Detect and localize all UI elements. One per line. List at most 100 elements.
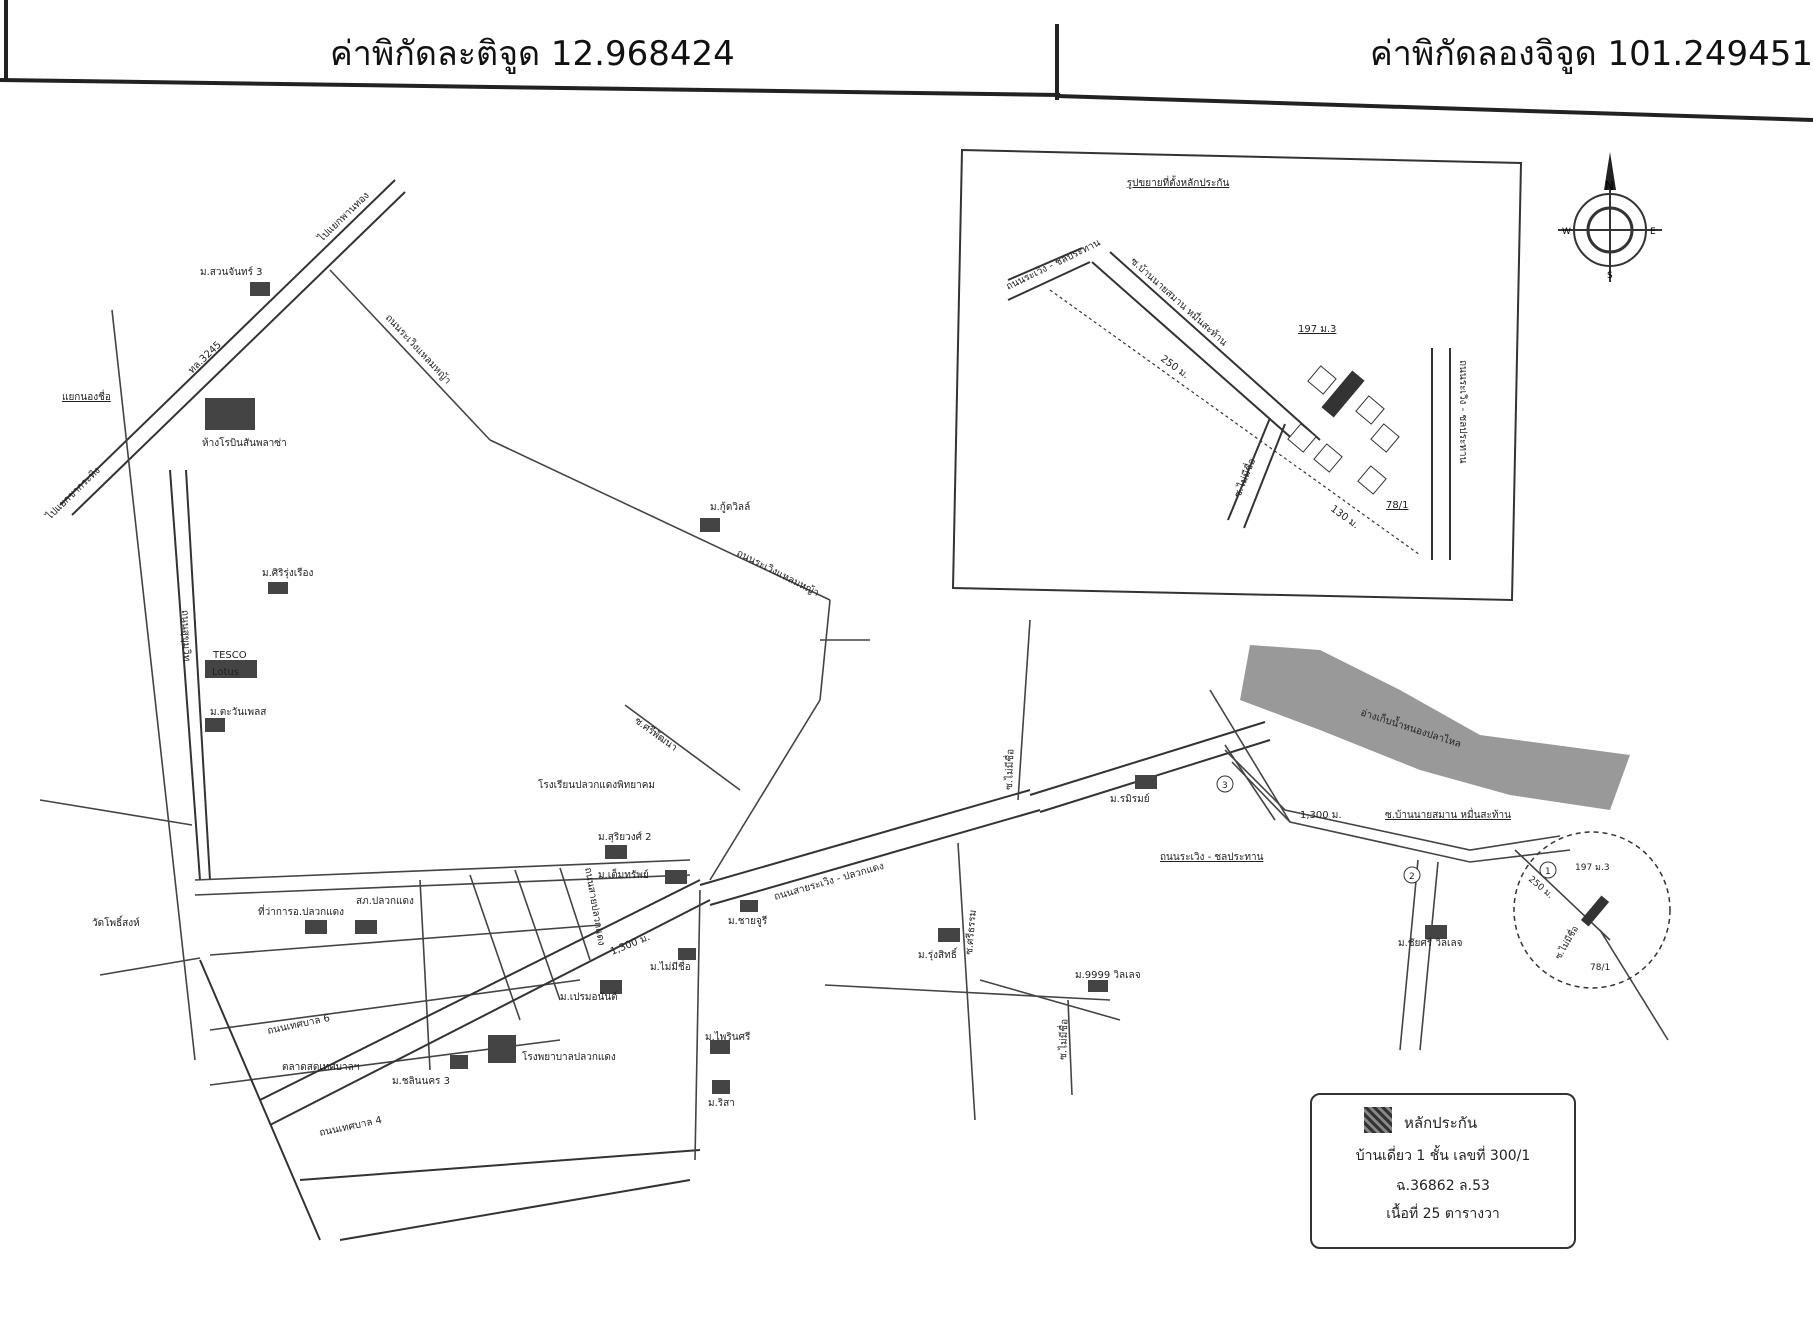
compass-n: N bbox=[1605, 179, 1614, 193]
label-hospital: โรงพยาบาลปลวกแดง bbox=[522, 1050, 616, 1063]
inset-target-house bbox=[1321, 370, 1365, 418]
label-m-goodville: ม.กู้ดวิลล์ bbox=[710, 501, 750, 513]
label-road-3245: ทล.3245 bbox=[186, 340, 223, 377]
inset-house-78: 78/1 bbox=[1386, 500, 1408, 511]
legend-line-2: ฉ.36862 ล.53 bbox=[1396, 1178, 1490, 1194]
building-icon bbox=[665, 870, 687, 884]
label-road-thetsaban4: ถนนเทศบาล 4 bbox=[318, 1115, 383, 1139]
label-road-sukhumvit: ถนนสุขุมวิท bbox=[179, 610, 192, 662]
label-road-thetsaban6: ถนนเทศบาล 6 bbox=[266, 1013, 331, 1037]
label-m-maimeechu: ม.ไม่มีชื่อ bbox=[650, 959, 691, 973]
building-icon bbox=[600, 980, 622, 994]
label-dist-1300b: 1,300 ม. bbox=[1300, 810, 1342, 821]
compass-e: E bbox=[1650, 227, 1656, 237]
label-soi-nameless-b: ซ.ไม่มีชื่อ bbox=[1055, 1019, 1070, 1060]
label-road-rawiang-b: ถนนระเวิงแหลมหญ้า bbox=[735, 547, 821, 599]
inset-house-197: 197 ม.3 bbox=[1298, 324, 1336, 335]
building-icon bbox=[678, 948, 696, 960]
label-m-suriya: ม.สุริยวงศ์ 2 bbox=[598, 831, 652, 843]
inset-detail-map: รูปขยายที่ตั้งหลักประกัน ถนนระเวิง - ชลป… bbox=[951, 148, 1523, 602]
inset-house bbox=[1357, 465, 1387, 495]
inset-house bbox=[1355, 395, 1385, 425]
building-icon bbox=[1088, 980, 1108, 992]
latitude-label: ค่าพิกัดละติจูด 12.968424 bbox=[330, 34, 735, 74]
building-icon bbox=[205, 718, 225, 732]
reservoir-area bbox=[1240, 645, 1630, 810]
waypoint-3: 3 bbox=[1222, 781, 1228, 791]
legend-line-3: เนื้อที่ 25 ตารางวา bbox=[1386, 1206, 1500, 1222]
building-icon bbox=[605, 845, 627, 859]
label-m-chaitechno: ม.ชัยศรี วิลเลจ bbox=[1398, 937, 1463, 949]
label-robinson: ห้างโรบินสันพลาซ่า bbox=[202, 436, 287, 449]
label-school: โรงเรียนปลวกแดงพิทยาคม bbox=[538, 778, 655, 791]
road-network bbox=[39, 179, 1669, 1241]
legend-line-1: บ้านเดี่ยว 1 ชั้น เลขที่ 300/1 bbox=[1355, 1148, 1531, 1164]
building-icon bbox=[740, 900, 758, 912]
label-m-ramy: ม.รมิรมย์ bbox=[1110, 793, 1150, 805]
building-icon bbox=[355, 920, 377, 934]
label-to-rayong: ไปแยกพานทอง bbox=[315, 189, 372, 244]
compass-s: S bbox=[1607, 271, 1613, 281]
label-police: สภ.ปลวกแดง bbox=[356, 896, 414, 907]
label-soi-sri: ซ.ศรีพัฒนา bbox=[632, 715, 679, 754]
label-m-prema: ม.เปรมอนันต์ bbox=[560, 991, 618, 1003]
target-house-marker bbox=[1580, 895, 1610, 927]
collateral-swatch-icon bbox=[1364, 1107, 1392, 1133]
label-soi-sritam: ซ.ศรีธรรม bbox=[963, 909, 979, 955]
label-dist-1300: 1,300 ม. bbox=[609, 932, 652, 958]
label-tesco: TESCO bbox=[212, 650, 247, 661]
label-lotus: Lotus bbox=[212, 667, 239, 678]
inset-house bbox=[1287, 423, 1317, 453]
building-icon bbox=[488, 1035, 516, 1063]
building-icon bbox=[1135, 775, 1157, 789]
inset-house bbox=[1307, 365, 1337, 395]
label-soi-nameless-a: ซ.ไม่มีชื่อ bbox=[1001, 749, 1016, 790]
label-m-rungsit: ม.รุ่งสิทธิ์ bbox=[918, 947, 958, 961]
building-icon bbox=[700, 518, 720, 532]
zoom-circle bbox=[1513, 831, 1671, 989]
label-m-chalinkon: ม.ชลินนคร 3 bbox=[392, 1076, 450, 1087]
inset-title: รูปขยายที่ตั้งหลักประกัน bbox=[1127, 175, 1230, 189]
building-icon bbox=[712, 1080, 730, 1094]
header-frame bbox=[0, 0, 1813, 122]
compass-rose: N S E W bbox=[1558, 152, 1662, 282]
waypoint-markers: 3 2 1 bbox=[1216, 775, 1557, 884]
label-road-rawiang-a: ถนนระเวิงแหลมหญ้า bbox=[383, 312, 454, 387]
label-amphoe: ที่ว่าการอ.ปลวกแดง bbox=[258, 904, 344, 918]
label-m-chuchai: ม.ชายจูรี bbox=[728, 915, 768, 927]
building-icon bbox=[205, 660, 257, 678]
label-h78: 78/1 bbox=[1590, 963, 1610, 973]
building-icon bbox=[938, 928, 960, 942]
inset-house bbox=[1370, 423, 1400, 453]
waypoint-1: 1 bbox=[1545, 867, 1551, 877]
building-icon bbox=[1425, 925, 1447, 939]
compass-w: W bbox=[1562, 227, 1571, 237]
building-icon bbox=[268, 582, 288, 594]
coordinate-header: ค่าพิกัดละติจูด 12.968424 ค่าพิกัดลองจิจ… bbox=[0, 0, 1813, 100]
inset-road-right-label: ถนนระเวิง - ชลประทาน bbox=[1457, 360, 1468, 464]
label-m-9999: ม.9999 วิลเลจ bbox=[1075, 970, 1141, 981]
building-icon bbox=[450, 1055, 468, 1069]
waypoint-2: 2 bbox=[1409, 872, 1415, 882]
label-market: ตลาดสดเทศบาลฯ bbox=[282, 1062, 359, 1073]
label-h197: 197 ม.3 bbox=[1575, 863, 1610, 873]
building-icon bbox=[250, 282, 270, 296]
label-m-termsap: ม.เต็มทรัพย์ bbox=[598, 867, 649, 881]
label-road-rawiang-chon: ถนนระเวิง - ชลประทาน bbox=[1160, 852, 1264, 863]
building-icons bbox=[205, 282, 1447, 1094]
legend-title: หลักประกัน bbox=[1404, 1114, 1478, 1132]
building-icon bbox=[305, 920, 327, 934]
longitude-label: ค่าพิกัดลองจิจูด 101.249451 bbox=[1370, 34, 1813, 74]
building-icon bbox=[205, 398, 255, 430]
label-m-khetsin: ม.ศิริรุ่งเรือง bbox=[262, 567, 314, 579]
label-wat: วัดโพธิ์สงห์ bbox=[92, 915, 140, 929]
label-nongsuea: แยกนองชื่อ bbox=[62, 389, 111, 403]
label-soi-baan: ซ.บ้านนายสมาน หมื่นสะท้าน bbox=[1385, 807, 1511, 821]
label-m-risa: ม.ริสา bbox=[708, 1098, 735, 1109]
label-dist250: 250 ม. bbox=[1526, 875, 1555, 901]
building-icon bbox=[710, 1040, 730, 1054]
legend-box: หลักประกัน บ้านเดี่ยว 1 ชั้น เลขที่ 300/… bbox=[1310, 1093, 1576, 1249]
label-soi-mm: ซ.ไม่มีชื่อ bbox=[1551, 923, 1581, 961]
inset-house bbox=[1313, 443, 1343, 473]
